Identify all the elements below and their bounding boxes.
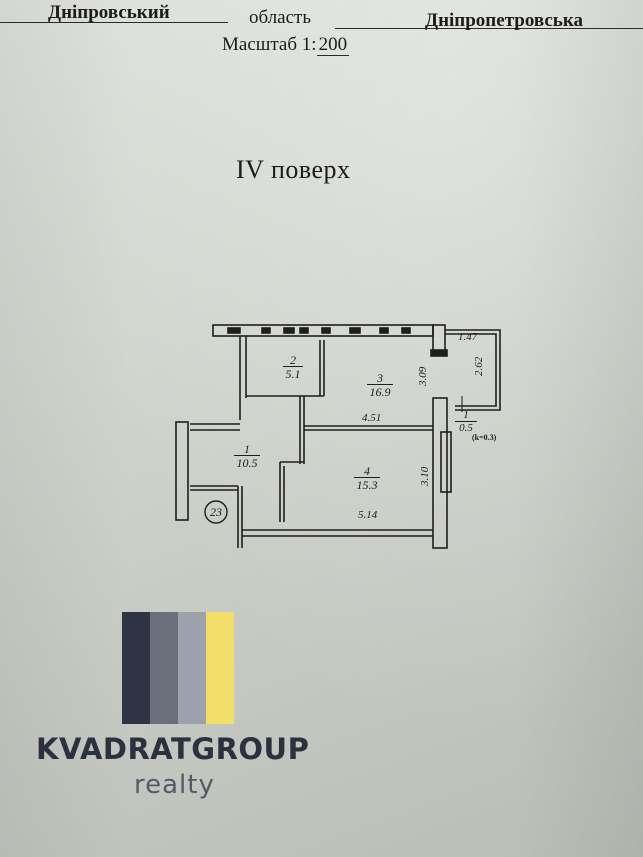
room-4-label: 4 15.3 bbox=[354, 465, 380, 492]
room-2-area: 5.1 bbox=[285, 367, 301, 381]
dim-2-62: 2.62 bbox=[473, 356, 485, 376]
dim-4-51: 4.51 bbox=[362, 412, 382, 424]
scale-value: 200 bbox=[316, 34, 350, 56]
room-1-label: 1 10.5 bbox=[234, 443, 260, 470]
balcony-number: 1 bbox=[455, 410, 477, 422]
dim-3-10: 3.10 bbox=[419, 466, 431, 486]
brand-name: KVADRATGROUP bbox=[36, 732, 310, 766]
scale-label: Масштаб 1: bbox=[222, 34, 317, 55]
room-3-number: 3 bbox=[367, 372, 393, 385]
brand-logo: KVADRATGROUP realty bbox=[36, 612, 326, 812]
logo-bar-4 bbox=[206, 612, 234, 724]
room-2-label: 2 5.1 bbox=[283, 354, 303, 381]
plan-walls bbox=[175, 324, 501, 549]
room-1-number: 1 bbox=[234, 443, 260, 456]
room-3-area: 16.9 bbox=[369, 385, 391, 399]
logo-bar-2 bbox=[150, 612, 178, 724]
logo-bar-3 bbox=[178, 612, 206, 724]
balcony-label: 1 0.5 bbox=[455, 410, 477, 435]
logo-mark bbox=[122, 612, 234, 724]
dim-3-09: 3.09 bbox=[417, 366, 429, 386]
room-4-number: 4 bbox=[354, 465, 380, 478]
dim-1-47: 1.47 bbox=[458, 331, 478, 343]
balcony-coefficient: (k=0.3) bbox=[472, 433, 497, 442]
brand-subtitle: realty bbox=[134, 770, 215, 800]
room-2-number: 2 bbox=[283, 354, 303, 367]
region-name: Дніпропетровська bbox=[425, 10, 583, 31]
district-underline bbox=[0, 22, 228, 23]
district-name: Дніпровський bbox=[48, 2, 170, 23]
dim-5-14: 5.14 bbox=[358, 509, 378, 521]
room-4-area: 15.3 bbox=[356, 478, 378, 492]
room-1-area: 10.5 bbox=[236, 456, 258, 470]
floor-title: IV поверх bbox=[236, 155, 351, 184]
room-3-label: 3 16.9 bbox=[367, 372, 393, 399]
balcony-area: 0.5 bbox=[459, 422, 473, 434]
region-underline bbox=[335, 28, 643, 29]
region-label: область bbox=[249, 7, 312, 28]
scale-line: Масштаб 1:200 bbox=[222, 34, 350, 56]
apartment-number-circle bbox=[204, 500, 228, 524]
apartment-number: 23 bbox=[210, 505, 222, 519]
logo-bar-1 bbox=[122, 612, 150, 724]
